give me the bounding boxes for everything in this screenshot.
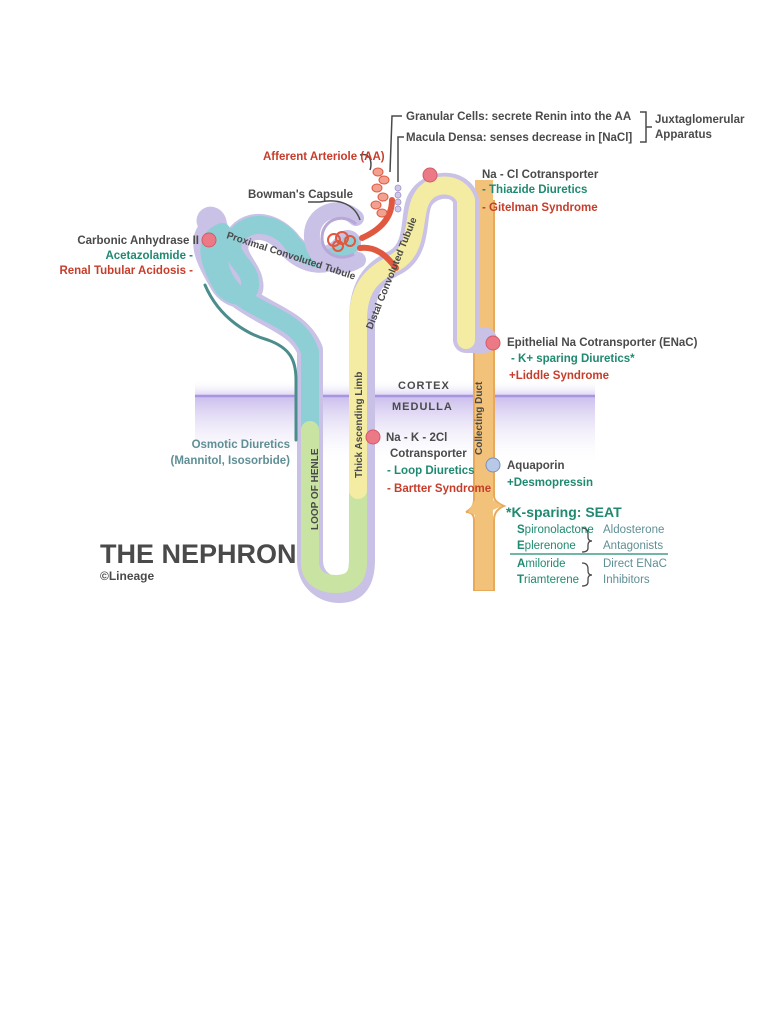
nkcc-label: Na - K - 2Cl <box>386 432 447 444</box>
loop-diuretics-label: - Loop Diuretics <box>387 465 475 477</box>
medulla-label: MEDULLA <box>392 401 453 413</box>
osmotic-diuretics-label: Osmotic Diuretics <box>192 439 290 451</box>
carbonic-anhydrase-marker <box>201 232 217 248</box>
seat-mnemonic: *K-sparing: SEAT Spironolactone Eplereno… <box>506 504 668 587</box>
enac-marker <box>485 335 501 351</box>
enac-label: Epithelial Na Cotransporter (ENaC) <box>507 337 698 349</box>
seat-drug-4: Triamterene <box>517 574 579 586</box>
ncc-label: Na - Cl Cotransporter <box>482 169 599 181</box>
bartter-label: - Bartter Syndrome <box>387 483 491 495</box>
nkcc-label-line2: Cotransporter <box>390 448 467 460</box>
nkcc-marker <box>365 429 381 445</box>
cd-label: Collecting Duct <box>474 381 485 455</box>
seat-heading: *K-sparing: SEAT <box>506 504 622 520</box>
seat-drug-2: Eplerenone <box>517 540 576 552</box>
seat-group1-line2: Antagonists <box>603 540 663 552</box>
carbonic-anhydrase-label: Carbonic Anhydrase II <box>77 235 199 247</box>
jga-label-line1: Juxtaglomerular <box>655 114 745 126</box>
seat-group1-line1: Aldosterone <box>603 524 664 536</box>
macula-densa-label: Macula Densa: senses decrease in [NaCl] <box>406 132 632 144</box>
credit: ©Lineage <box>100 569 155 583</box>
macula-densa <box>394 184 402 213</box>
seat-drug-1: Spironolactone <box>517 524 594 536</box>
rta-label: Renal Tubular Acidosis - <box>59 265 193 277</box>
seat-drug-3: Amiloride <box>517 558 566 570</box>
jga-pointer-granular <box>389 115 402 173</box>
granular-cells-label: Granular Cells: secrete Renin into the A… <box>406 111 631 123</box>
tal-label: Thick Ascending Limb <box>354 372 365 478</box>
thiazide-label: - Thiazide Diuretics <box>482 184 587 196</box>
ncc-marker <box>422 167 438 183</box>
nephron-tubule <box>193 172 497 603</box>
transporter-markers <box>201 167 501 473</box>
seat-group2-line1: Direct ENaC <box>603 558 667 570</box>
liddle-label: +Liddle Syndrome <box>509 370 609 382</box>
gitelman-label: - Gitelman Syndrome <box>482 202 598 214</box>
k-sparing-label: - K+ sparing Diuretics* <box>511 353 635 365</box>
cortex-label: CORTEX <box>398 380 450 392</box>
aquaporin-label: Aquaporin <box>507 460 565 472</box>
osmotic-examples-label: (Mannitol, Isosorbide) <box>171 455 291 467</box>
seat-group2-line2: Inhibitors <box>603 574 650 586</box>
jga-pointer-macula <box>397 136 404 182</box>
seat-brace-2 <box>581 562 593 587</box>
granular-cells <box>370 167 390 218</box>
jga-bracket <box>640 111 652 143</box>
loop-label: LOOP OF HENLE <box>310 448 321 530</box>
glomerulus <box>327 231 356 252</box>
afferent-arteriole <box>357 115 404 271</box>
diagram-title: THE NEPHRON <box>100 539 297 569</box>
aquaporin-marker <box>485 457 501 473</box>
afferent-arteriole-label: Afferent Arteriole (AA) <box>263 151 385 163</box>
acetazolamide-label: Acetazolamide - <box>105 250 193 262</box>
jga-label-line2: Apparatus <box>655 129 712 141</box>
desmopressin-label: +Desmopressin <box>507 477 593 489</box>
bowmans-capsule-label: Bowman's Capsule <box>248 189 353 201</box>
bowmans-capsule-pointer <box>308 200 361 221</box>
bowmans-capsule <box>304 200 366 273</box>
seat-brace-1 <box>581 527 593 553</box>
